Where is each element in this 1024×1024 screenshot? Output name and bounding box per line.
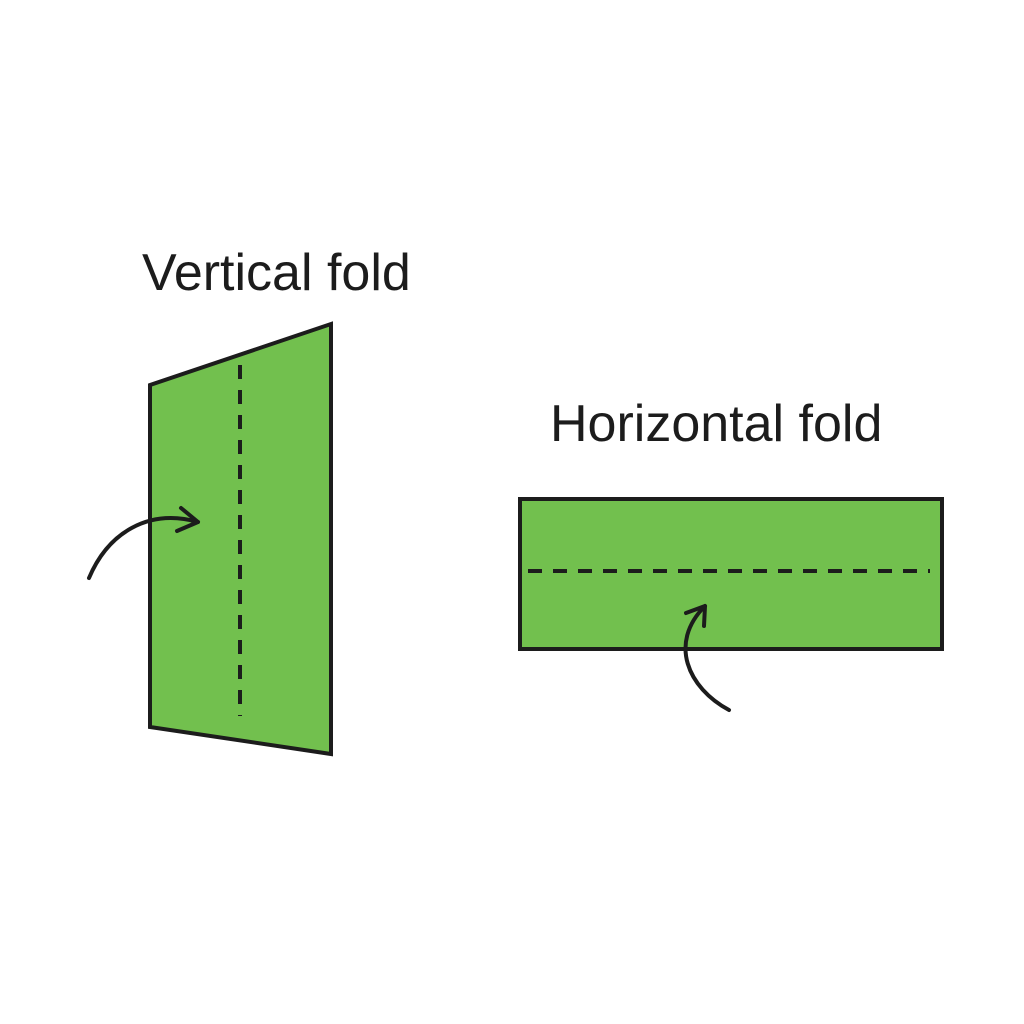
horizontal-fold-paper <box>518 497 944 651</box>
vertical-fold-group: Vertical fold <box>87 244 411 757</box>
horizontal-fold-arrowhead-icon <box>684 604 707 628</box>
horizontal-fold-arrow-icon <box>683 604 731 712</box>
vertical-fold-label: Vertical fold <box>142 244 411 302</box>
vertical-fold-arrow-icon <box>87 516 200 580</box>
vertical-fold-arrowhead-icon <box>175 506 200 533</box>
vertical-fold-paper <box>148 321 333 757</box>
horizontal-fold-label: Horizontal fold <box>550 395 882 453</box>
horizontal-fold-group: Horizontal fold <box>518 395 944 712</box>
